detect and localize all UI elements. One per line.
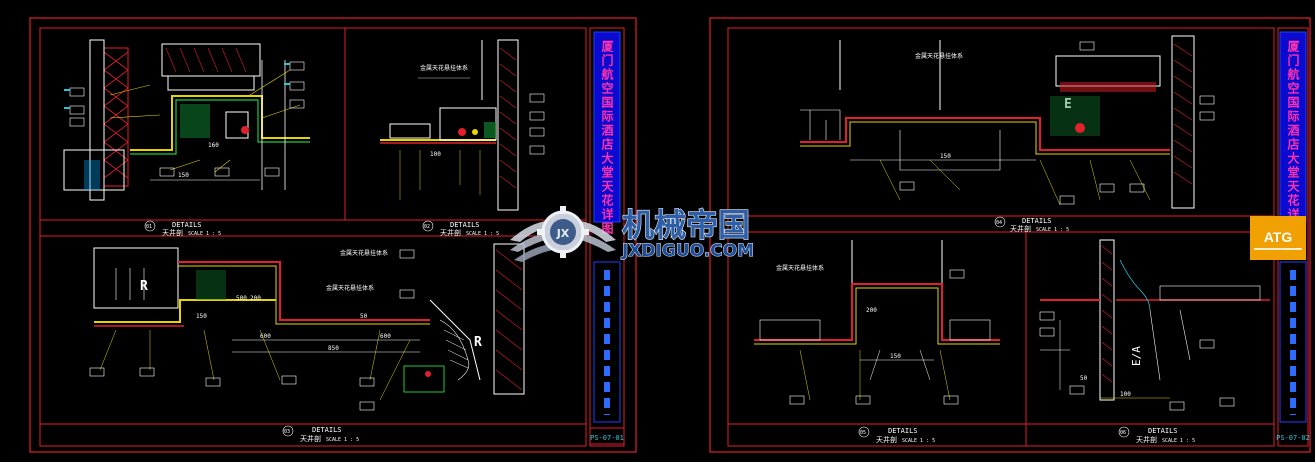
- atg-logo: ATG: [1250, 216, 1306, 260]
- detail-02-drawing: 金属天花悬挂体系 100: [380, 39, 545, 211]
- dim-150-d: 150: [890, 353, 901, 360]
- detail-01-num: 01: [146, 224, 152, 230]
- svg-text:JX: JX: [556, 227, 570, 240]
- mark-r-2: R: [474, 335, 482, 350]
- dim-160-a: 160: [208, 142, 219, 149]
- detail-02-name: 天井剖: [440, 228, 461, 237]
- detail-04-name: 天井剖: [1010, 224, 1031, 233]
- left-sheet: 厦门航空国际酒店大堂天花详图 PS-07-01: [29, 17, 637, 453]
- detail-04-scale: SCALE 1 : 5: [1036, 227, 1069, 233]
- detail-03-title: 03 DETAILS 天井剖 SCALE 1 : 5: [282, 425, 359, 443]
- sheet-number-right: PS-07-02: [1276, 434, 1310, 442]
- dim-100-b: 100: [1120, 391, 1131, 398]
- atg-logo-text: ATG: [1264, 229, 1293, 245]
- watermark-cn: 机械帝国: [622, 206, 750, 244]
- detail-06-drawing: E/A 100 50: [1039, 239, 1270, 411]
- detail-02-title: 02 DETAILS 天井剖 SCALE 1 : 5: [422, 220, 499, 237]
- gear-wing-icon: JX: [510, 206, 616, 262]
- label-metal-ceiling-system-03a: 金属天花悬挂体系: [340, 249, 388, 257]
- dim-100: 200: [250, 295, 261, 302]
- detail-05-drawing: 金属天花悬挂体系 200 150: [754, 240, 1000, 405]
- dim-50: 50: [360, 313, 368, 320]
- detail-03-scale: SCALE 1 : 5: [326, 437, 359, 443]
- dim-200-b: 200: [866, 307, 877, 314]
- detail-03-num: 03: [284, 429, 290, 435]
- detail-03-details: DETAILS: [312, 426, 342, 434]
- title-block-left: 厦门航空国际酒店大堂天花详图: [600, 39, 614, 236]
- detail-01-details: DETAILS: [172, 221, 202, 229]
- dim-50-b: 50: [1080, 375, 1088, 382]
- detail-06-scale: SCALE 1 : 5: [1162, 438, 1195, 444]
- label-metal-ceiling-system-04: 金属天花悬挂体系: [915, 52, 963, 60]
- dim-600-b: 600: [380, 333, 391, 340]
- detail-06-num: 06: [1120, 430, 1126, 436]
- detail-06-title: 06 DETAILS 天井剖 SCALE 1 : 5: [1118, 426, 1195, 444]
- label-metal-ceiling-system-03b: 金属天花悬挂体系: [326, 284, 374, 292]
- detail-02-details: DETAILS: [450, 221, 480, 229]
- dim-200-a: 100: [430, 151, 441, 158]
- detail-01-name: 天井剖: [162, 228, 183, 237]
- detail-03-name: 天井剖: [300, 434, 321, 443]
- detail-06-details: DETAILS: [1148, 427, 1178, 435]
- dim-850: 850: [328, 345, 339, 352]
- mark-e: E: [1064, 97, 1072, 112]
- dim-500: 500: [236, 295, 247, 302]
- detail-04-details: DETAILS: [1022, 217, 1052, 225]
- dim-150-b: 150: [196, 313, 207, 320]
- detail-04-num: 04: [996, 220, 1002, 226]
- label-metal-ceiling-system-02: 金属天花悬挂体系: [420, 64, 468, 72]
- detail-04-drawing: 金属天花悬挂体系 E 150: [800, 35, 1215, 209]
- detail-02-scale: SCALE 1 : 5: [466, 231, 499, 237]
- detail-05-title: 05 DETAILS 天井剖 SCALE 1 : 5: [858, 426, 935, 444]
- mark-r-1: R: [140, 279, 148, 294]
- detail-05-scale: SCALE 1 : 5: [902, 438, 935, 444]
- detail-02-num: 02: [424, 224, 430, 230]
- detail-05-name: 天井剖: [876, 435, 897, 444]
- right-sheet: 厦门航空国际酒店大堂天花详图 PS-07-02 金属天花悬挂体系 E 150: [709, 17, 1311, 453]
- watermark-en: JXDIGUO.COM: [621, 241, 754, 261]
- dim-600: 600: [260, 333, 271, 340]
- sheet-number-left: PS-07-01: [590, 434, 624, 442]
- detail-01-drawing: 150 160: [63, 39, 310, 201]
- detail-06-name: 天井剖: [1136, 435, 1157, 444]
- title-block-right: 厦门航空国际酒店大堂天花详图: [1286, 39, 1300, 236]
- detail-01-title: 01 DETAILS 天井剖 SCALE 1 : 5: [144, 220, 221, 237]
- detail-01-scale: SCALE 1 : 5: [188, 231, 221, 237]
- watermark: JX 机械帝国 JXDIGUO.COM: [510, 205, 755, 262]
- detail-03-drawing: R R 金属天花悬挂体系 金属天花悬挂体系 850 600 500 150 20…: [89, 243, 525, 411]
- detail-04-title: 04 DETAILS 天井剖 SCALE 1 : 5: [994, 216, 1069, 233]
- dim-150-c: 150: [940, 153, 951, 160]
- mark-ea: E/A: [1130, 346, 1143, 366]
- label-metal-ceiling-system-05: 金属天花悬挂体系: [776, 264, 824, 272]
- dim-150-a: 150: [178, 172, 189, 179]
- detail-05-details: DETAILS: [888, 427, 918, 435]
- detail-05-num: 05: [860, 430, 866, 436]
